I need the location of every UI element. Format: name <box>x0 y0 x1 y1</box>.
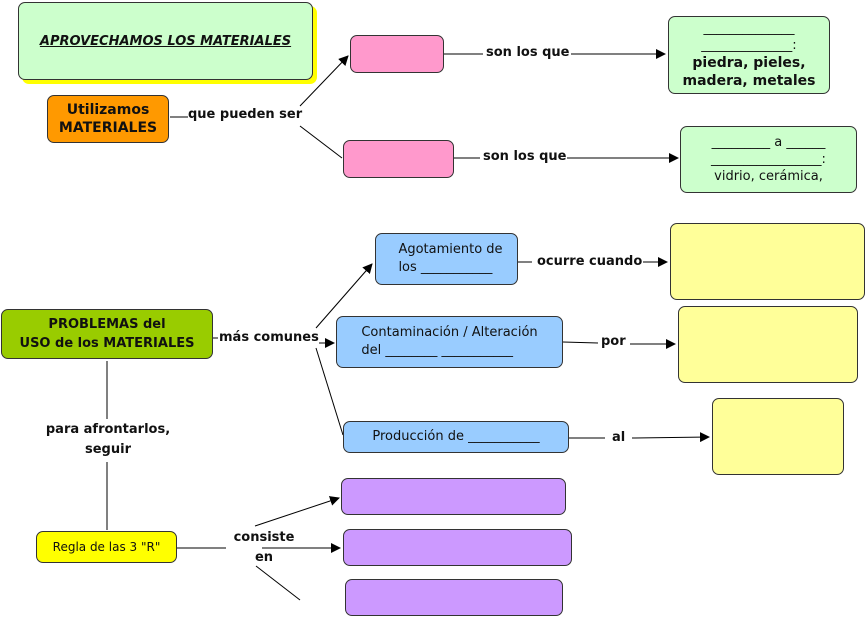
label-son-los-que-1: son los que <box>486 45 570 60</box>
node-problemas: PROBLEMAS del USO de los MATERIALES <box>1 309 213 359</box>
blank-purple-1[interactable] <box>341 478 566 515</box>
blank-line-1: ______________ <box>703 21 795 36</box>
blank-yellow-2[interactable] <box>678 306 858 383</box>
node-contaminacion: Contaminación / Alteración del ________ … <box>336 316 563 368</box>
blank-line-2: _________________: <box>711 152 826 167</box>
title: APROVECHAMOS LOS MATERIALES <box>39 33 292 49</box>
examples-natural: piedra, pieles, madera, metales <box>682 55 816 89</box>
label-que-pueden-ser: que pueden ser <box>188 107 303 122</box>
arrow-to-pink-1 <box>299 55 349 107</box>
blank-pink-1[interactable] <box>350 35 444 73</box>
label-por: por <box>601 334 626 349</box>
blank-purple-3[interactable] <box>345 579 563 616</box>
blank-yellow-3[interactable] <box>712 398 844 475</box>
blank-line-1: _________ a ______ <box>711 135 826 150</box>
label-para-afrontarlos: para afrontarlos, seguir <box>38 420 178 460</box>
examples-manufactured: vidrio, cerámica, <box>714 169 823 184</box>
arrow-to-yellow-3 <box>631 432 710 443</box>
blank-purple-2[interactable] <box>343 529 572 566</box>
blank-line-2: ______________: <box>701 38 797 53</box>
label-ocurre-cuando: ocurre cuando <box>537 254 643 269</box>
blank-yellow-1[interactable] <box>670 223 865 300</box>
label-consiste-en: consiste en <box>233 530 295 565</box>
node-regla-3r: Regla de las 3 "R" <box>36 531 177 563</box>
node-manufactured-materials: _________ a ______ _________________: vi… <box>680 126 857 193</box>
node-natural-materials: ______________ ______________: piedra, p… <box>668 16 830 94</box>
blank-pink-2[interactable] <box>343 140 454 178</box>
label-son-los-que-2: son los que <box>483 149 567 164</box>
arrow-to-purple-1 <box>254 496 340 527</box>
node-utilizamos-materiales: Utilizamos MATERIALES <box>47 95 169 143</box>
node-agotamiento: Agotamiento de los ___________ <box>375 233 518 285</box>
node-produccion: Producción de ___________ <box>343 421 569 453</box>
label-al: al <box>612 430 626 445</box>
label-mas-comunes: más comunes <box>219 330 319 345</box>
arrow-to-agotamiento <box>315 263 373 329</box>
title-box: APROVECHAMOS LOS MATERIALES <box>18 2 313 80</box>
